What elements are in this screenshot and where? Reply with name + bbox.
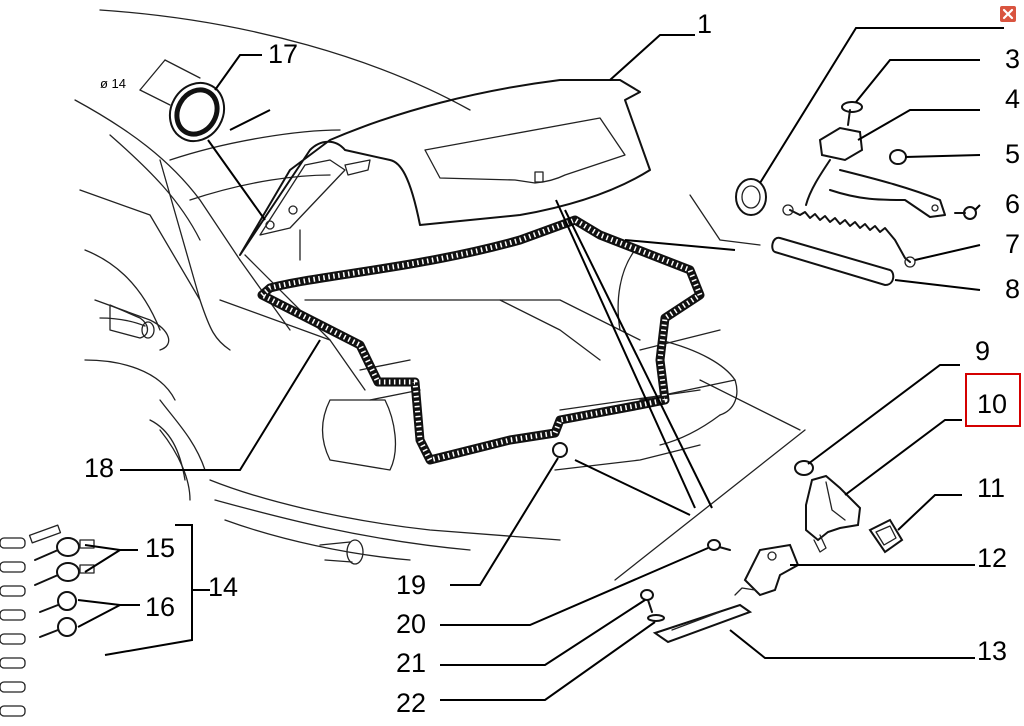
- hinge-assembly[interactable]: [735, 101, 977, 287]
- trunk-seal[interactable]: [257, 215, 705, 465]
- callout-labels: 1 17 3 4 5 6 7 8 9 10 11 12 13 14 15 16 …: [84, 9, 1021, 718]
- callout-14[interactable]: 14: [208, 572, 238, 602]
- callout-5[interactable]: 5: [1005, 139, 1020, 169]
- callout-4[interactable]: 4: [1005, 84, 1020, 114]
- callout-8[interactable]: 8: [1005, 274, 1020, 304]
- callout-16[interactable]: 16: [145, 592, 175, 622]
- callout-3[interactable]: 3: [1005, 44, 1020, 74]
- callout-13[interactable]: 13: [977, 636, 1007, 666]
- latch-parts[interactable]: [552, 442, 904, 644]
- callout-9[interactable]: 9: [975, 336, 990, 366]
- callout-7[interactable]: 7: [1005, 229, 1020, 259]
- callout-18[interactable]: 18: [84, 453, 114, 483]
- trunk-lid[interactable]: [239, 79, 651, 256]
- callout-21[interactable]: 21: [396, 648, 426, 678]
- diameter-label: ø 14: [100, 76, 126, 91]
- callout-10[interactable]: 10: [977, 389, 1007, 419]
- callout-15[interactable]: 15: [145, 533, 175, 563]
- callout-17[interactable]: 17: [268, 39, 298, 69]
- callout-6[interactable]: 6: [1005, 189, 1020, 219]
- callout-22[interactable]: 22: [396, 688, 426, 718]
- callout-11[interactable]: 11: [977, 473, 1005, 503]
- plug-17[interactable]: ø 14: [100, 59, 235, 151]
- selected-callout-box: [965, 373, 1021, 427]
- callout-19[interactable]: 19: [396, 570, 426, 600]
- callout-20[interactable]: 20: [396, 609, 426, 639]
- key-set[interactable]: [0, 524, 95, 717]
- close-icon[interactable]: [1000, 6, 1016, 22]
- leader-lines: [77, 27, 1004, 701]
- callout-1[interactable]: 1: [697, 9, 712, 39]
- callout-12[interactable]: 12: [977, 543, 1007, 573]
